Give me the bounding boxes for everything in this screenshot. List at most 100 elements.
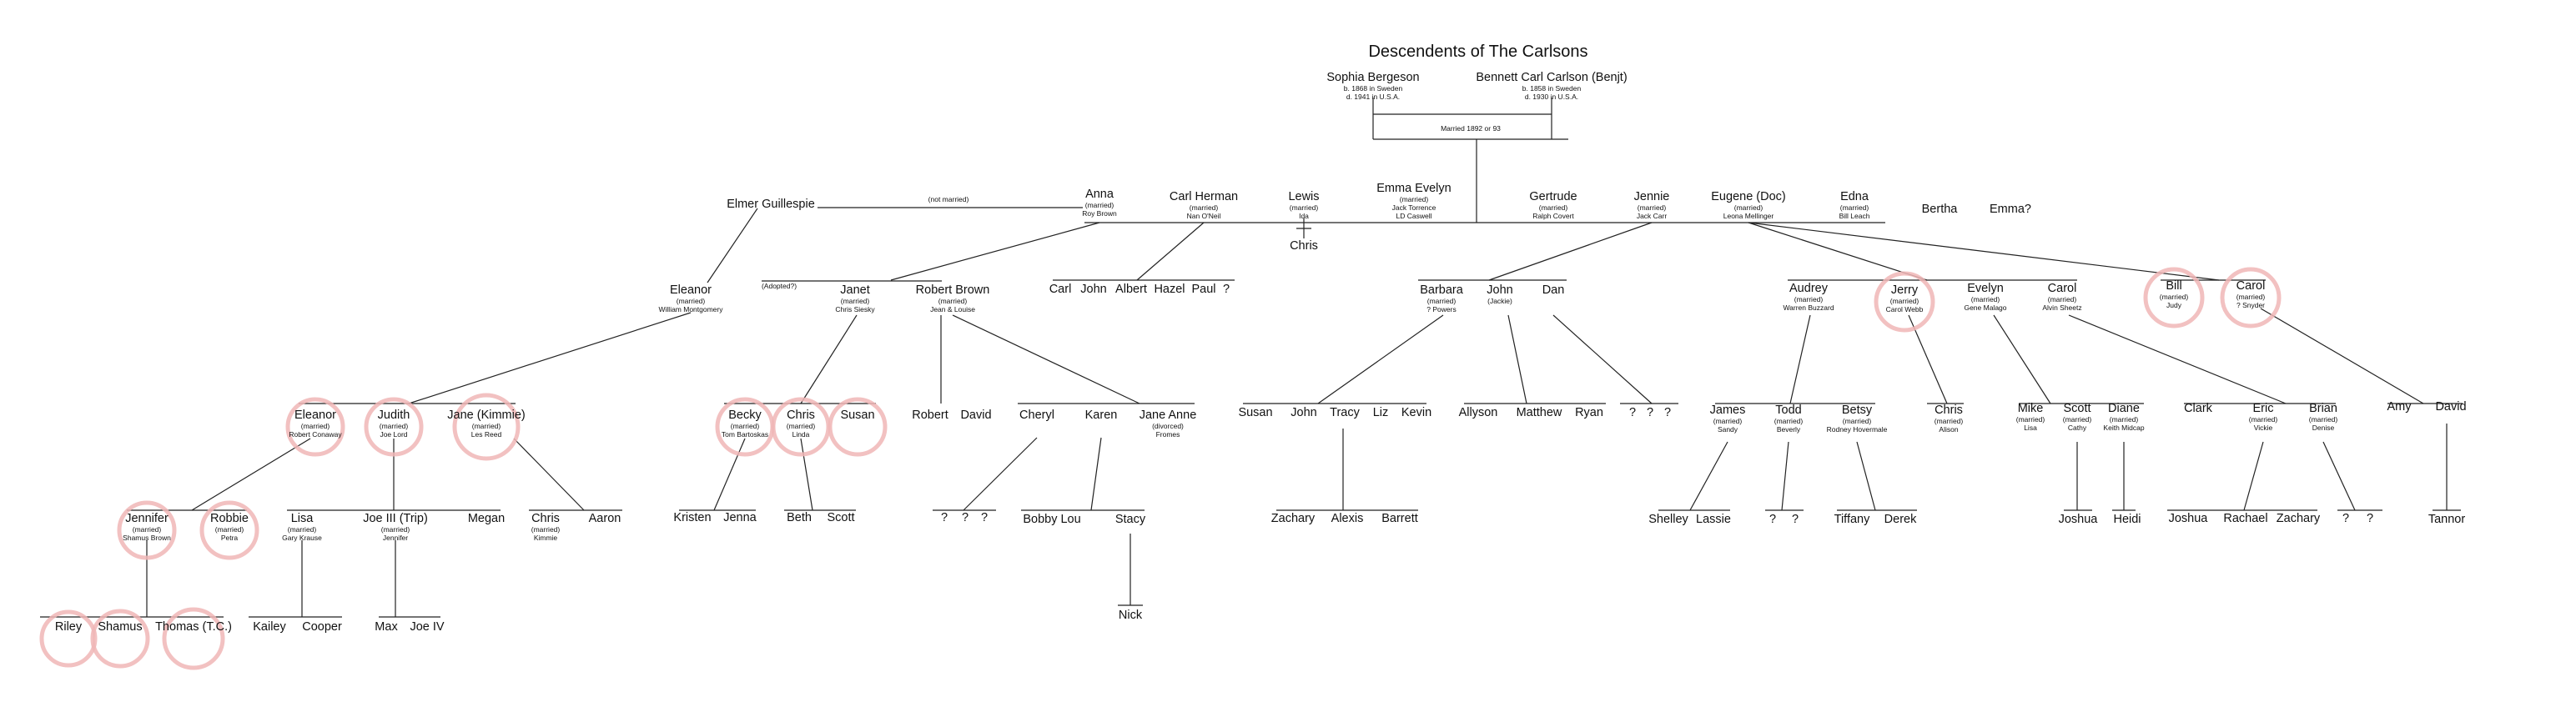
- person-name: Robert Brown: [916, 283, 990, 297]
- person-name: Liz: [1373, 406, 1389, 419]
- person-detail: (married): [2236, 293, 2266, 301]
- person-detail: (married): [2110, 415, 2139, 424]
- person-q11: ?: [2367, 512, 2373, 525]
- connector-line: [1317, 314, 1444, 404]
- person-name: Becky: [728, 409, 762, 422]
- person-lassie: Lassie: [1696, 513, 1731, 526]
- connector-line: [1856, 441, 1876, 511]
- person-name: ?: [2342, 512, 2349, 525]
- person-gertrude: Gertrude(married)Ralph Covert: [1529, 190, 1577, 220]
- person-robertbrown: Robert Brown(married)Jean & Louise: [916, 283, 990, 313]
- person-name: ?: [1629, 406, 1636, 419]
- person-eric: Eric(married)Vickie: [2249, 402, 2278, 432]
- person-detail: Fromes: [1156, 430, 1180, 439]
- person-detail: (married): [938, 297, 968, 305]
- connector-line: [2068, 314, 2287, 404]
- person-name: ?: [1647, 406, 1653, 419]
- person-detail: (married): [531, 525, 561, 534]
- person-detail: (married): [731, 422, 760, 430]
- person-bertha: Bertha: [1922, 203, 1959, 216]
- person-name: Heidi: [2113, 513, 2141, 526]
- person-detail: Bill Leach: [1839, 212, 1870, 220]
- connector-line: [713, 438, 746, 511]
- person-kristen: Kristen: [673, 511, 711, 524]
- annotations: Married 1892 or 93 (not married) (Adopte…: [762, 124, 1501, 290]
- person-name: Betsy: [1842, 404, 1873, 417]
- adopted-note: (Adopted?): [762, 282, 797, 290]
- person-detail: Jean & Louise: [930, 305, 975, 313]
- person-name: Bobby Lou: [1023, 513, 1080, 526]
- person-clark: Clark: [2184, 402, 2213, 415]
- person-derek: Derek: [1884, 513, 1917, 526]
- person-beth: Beth: [787, 511, 812, 524]
- person-detail: Carol Webb: [1886, 305, 1924, 313]
- person-detail: Alvin Sheetz: [2042, 303, 2081, 312]
- highlight-circle: [90, 609, 150, 669]
- person-name: Susan: [840, 409, 874, 422]
- person-name: Jennie: [1634, 190, 1670, 203]
- person-detail: Nan O'Neil: [1187, 212, 1221, 220]
- person-chris1: Chris: [1290, 239, 1318, 253]
- person-name: Alexis: [1331, 512, 1364, 525]
- person-detail: (married): [1890, 297, 1919, 305]
- person-detail: Jack Torrence: [1392, 203, 1436, 212]
- person-name: David: [960, 409, 991, 422]
- person-janet: Janet(married)Chris Siesky: [835, 283, 875, 313]
- person-name: Ryan: [1575, 406, 1603, 419]
- person-detail: (married): [2309, 415, 2338, 424]
- person-todd: Todd(married)Beverly: [1774, 404, 1804, 434]
- person-detail: LD Caswell: [1396, 212, 1432, 220]
- person-name: Carl: [1049, 283, 1072, 296]
- person-name: Shelley: [1648, 513, 1688, 526]
- person-diane: Diane(married)Keith Midcap: [2103, 402, 2144, 432]
- person-name: Tannor: [2428, 513, 2466, 526]
- person-thomas: Thomas (T.C.): [155, 620, 232, 634]
- person-albert: Albert: [1115, 283, 1147, 296]
- person-q9: ?: [1792, 513, 1799, 526]
- person-name: Chris: [531, 512, 560, 525]
- person-name: Max: [375, 620, 398, 634]
- person-carol2: Carol(married)? Snyder: [2236, 279, 2266, 309]
- person-name: Zachary: [1271, 512, 1316, 525]
- person-barrett: Barrett: [1381, 512, 1418, 525]
- person-detail: (married): [2048, 295, 2077, 303]
- person-name: Diane: [2108, 402, 2140, 415]
- person-name: Riley: [55, 620, 83, 634]
- not-married-note: (not married): [928, 195, 969, 203]
- person-name: Beth: [787, 511, 812, 524]
- connector-line: [890, 222, 1100, 281]
- person-name: Jane Anne: [1140, 409, 1197, 422]
- person-detail: (married): [1935, 417, 1964, 425]
- person-brian: Brian(married)Denise: [2309, 402, 2338, 432]
- person-detail: Jennifer: [383, 534, 408, 542]
- person-joshua2: Joshua: [2169, 512, 2209, 525]
- person-name: Joshua: [2169, 512, 2209, 525]
- person-name: Albert: [1115, 283, 1147, 296]
- person-emmaq: Emma?: [1990, 203, 2031, 216]
- person-name: Tiffany: [1834, 513, 1870, 526]
- person-name: Eleanor: [670, 283, 712, 297]
- person-detail: (married): [1734, 203, 1763, 212]
- person-edna: Edna(married)Bill Leach: [1839, 190, 1870, 220]
- person-name: ?: [1664, 406, 1671, 419]
- person-name: Thomas (T.C.): [155, 620, 232, 634]
- person-name: Emma?: [1990, 203, 2031, 216]
- person-q2: ?: [1629, 406, 1636, 419]
- person-jane: Jane (Kimmie)(married)Les Reed: [447, 409, 525, 439]
- person-hazel: Hazel: [1154, 283, 1185, 296]
- person-name: Gertrude: [1529, 190, 1577, 203]
- person-name: Kristen: [673, 511, 711, 524]
- person-ryan: Ryan: [1575, 406, 1603, 419]
- connector-line: [952, 314, 1140, 404]
- person-bennett: Bennett Carl Carlson (Benjt)b. 1858 in S…: [1476, 71, 1627, 101]
- person-q5: ?: [941, 511, 948, 524]
- person-alexis: Alexis: [1331, 512, 1364, 525]
- connector-line: [1689, 441, 1728, 511]
- person-name: Bertha: [1922, 203, 1959, 216]
- person-name: ?: [1792, 513, 1799, 526]
- highlight-circle: [828, 397, 888, 457]
- person-q10: ?: [2342, 512, 2349, 525]
- person-name: Edna: [1840, 190, 1869, 203]
